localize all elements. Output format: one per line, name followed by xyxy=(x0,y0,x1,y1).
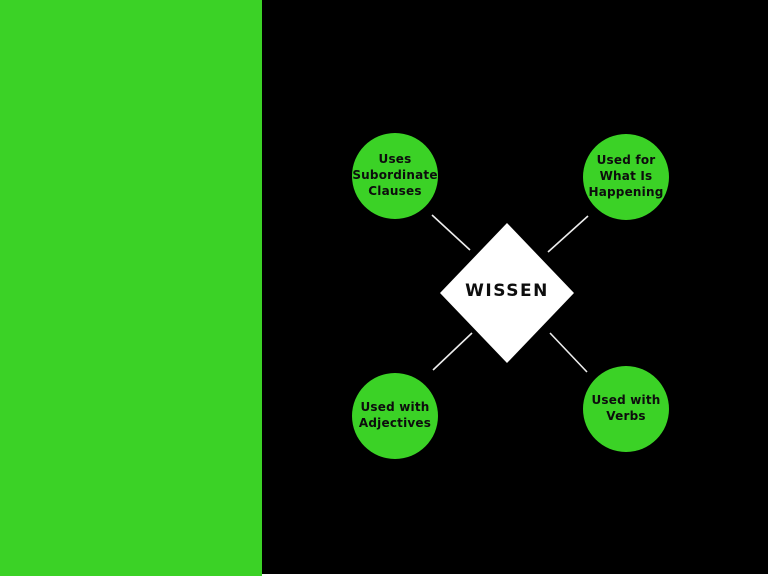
node-used-with-adjectives: Used with Adjectives xyxy=(352,373,438,459)
node-used-for-what-is-happening: Used for What Is Happening xyxy=(583,134,669,220)
center-term-label: WISSEN xyxy=(465,281,549,301)
node-label: Used with Adjectives xyxy=(358,400,432,430)
node-label: Uses Subordinate Clauses xyxy=(352,152,438,198)
node-uses-subordinate-clauses: Uses Subordinate Clauses xyxy=(352,133,438,219)
node-used-with-verbs: Used with Verbs xyxy=(583,366,669,452)
node-label: Used for What Is Happening xyxy=(588,153,664,199)
left-green-panel xyxy=(0,0,262,576)
node-label: Used with Verbs xyxy=(591,393,661,423)
